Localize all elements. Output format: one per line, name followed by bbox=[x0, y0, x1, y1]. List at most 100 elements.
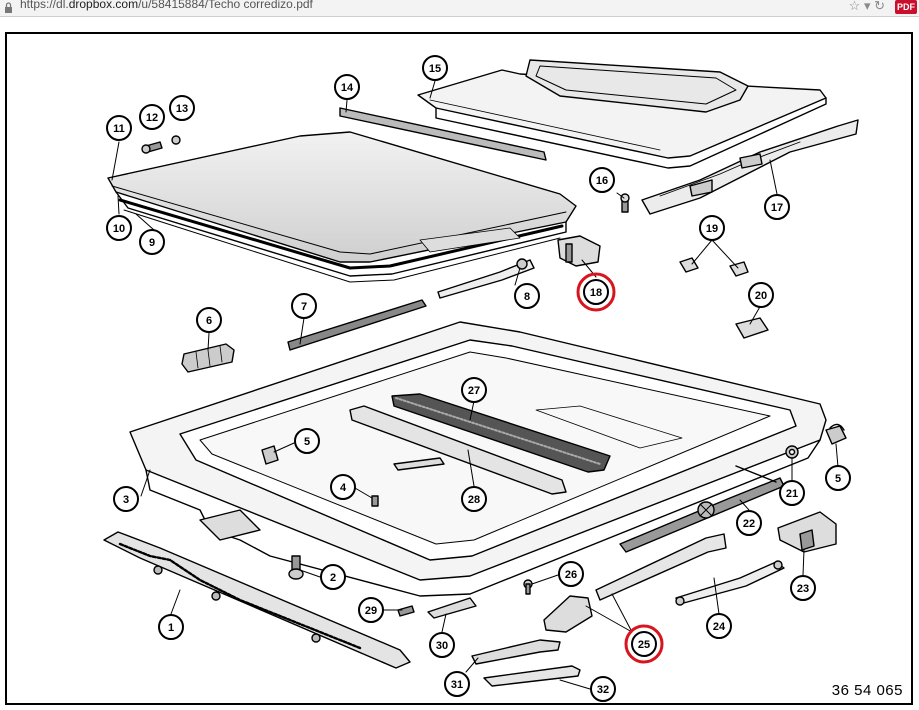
browser-nav-icons: ☆ ▾ ↻ bbox=[849, 0, 885, 14]
callout-30: 30 bbox=[429, 632, 455, 658]
callout-13-label: 13 bbox=[176, 103, 188, 115]
part-clip-5b bbox=[825, 423, 847, 445]
highlight-ring-18 bbox=[576, 272, 616, 312]
callout-26-label: 26 bbox=[565, 569, 577, 581]
part-bracket-18 bbox=[557, 235, 601, 267]
url-domain: dropbox.com bbox=[68, 0, 139, 11]
url-text[interactable]: https://dl.dropbox.com/u/58415884/Techo … bbox=[20, 0, 313, 11]
part-lever-8 bbox=[437, 258, 535, 299]
callout-9-label: 9 bbox=[149, 237, 155, 249]
pdf-icon[interactable]: PDF bbox=[895, 0, 917, 14]
callout-17: 17 bbox=[764, 194, 790, 220]
callout-23-label: 23 bbox=[797, 583, 809, 595]
callout-27: 27 bbox=[461, 377, 487, 403]
callout-23: 23 bbox=[790, 575, 816, 601]
part-screw-26 bbox=[523, 579, 533, 595]
callout-3-label: 3 bbox=[123, 494, 129, 506]
part-seal-strip bbox=[339, 107, 547, 161]
callout-4: 4 bbox=[330, 474, 356, 500]
part-screw-16 bbox=[620, 193, 630, 213]
document-number: 36 54 065 bbox=[831, 682, 903, 699]
part-screw-4 bbox=[371, 495, 379, 507]
callout-2-label: 2 bbox=[330, 572, 336, 584]
part-clip-5a bbox=[261, 445, 279, 465]
callout-5b: 5 bbox=[825, 465, 851, 491]
callout-25: 25 bbox=[624, 624, 664, 664]
callout-17-label: 17 bbox=[771, 202, 783, 214]
part-link-32 bbox=[483, 665, 581, 687]
part-glass-lid bbox=[107, 131, 577, 263]
callout-19-label: 19 bbox=[706, 223, 718, 235]
callout-20-label: 20 bbox=[755, 290, 767, 302]
part-clip-6 bbox=[181, 343, 235, 373]
callout-3: 3 bbox=[113, 486, 139, 512]
callout-28-label: 28 bbox=[468, 494, 480, 506]
callout-25-label: 25 bbox=[638, 639, 650, 651]
callout-24-label: 24 bbox=[713, 621, 726, 633]
callout-28: 28 bbox=[461, 486, 487, 512]
part-guide-rail bbox=[641, 119, 859, 215]
callout-1: 1 bbox=[158, 614, 184, 640]
callouts: 1 2 3 4 5 5 6 7 8 9 10 11 12 13 14 15 16… bbox=[106, 55, 851, 702]
callout-24: 24 bbox=[706, 613, 732, 639]
callout-31: 31 bbox=[444, 671, 470, 697]
callout-15-label: 15 bbox=[429, 63, 441, 75]
callout-7-label: 7 bbox=[301, 301, 307, 313]
callout-29-label: 29 bbox=[365, 605, 377, 617]
star-icon[interactable]: ☆ bbox=[848, 0, 861, 13]
callout-29: 29 bbox=[358, 597, 384, 623]
part-side-rail-1 bbox=[103, 531, 411, 669]
callout-30-label: 30 bbox=[436, 640, 448, 652]
callout-22-label: 22 bbox=[743, 518, 755, 530]
callout-11: 11 bbox=[106, 115, 132, 141]
callout-5b-label: 5 bbox=[835, 473, 841, 485]
callout-31-label: 31 bbox=[451, 679, 463, 691]
callout-10-label: 10 bbox=[113, 223, 125, 235]
callout-18-label: 18 bbox=[590, 287, 602, 299]
url-path: /u/58415884/Techo corredizo.pdf bbox=[138, 0, 313, 11]
callout-8-label: 8 bbox=[524, 291, 530, 303]
part-arm-25 bbox=[543, 533, 727, 633]
callout-12-label: 12 bbox=[146, 112, 158, 124]
callout-10: 10 bbox=[106, 215, 132, 241]
reload-icon[interactable]: ↻ bbox=[874, 0, 885, 13]
part-lid-seal-frames bbox=[115, 191, 567, 283]
callout-6-label: 6 bbox=[206, 315, 212, 327]
callout-8: 8 bbox=[514, 283, 540, 309]
callout-4-label: 4 bbox=[340, 482, 347, 494]
part-wind-deflector-strip bbox=[287, 299, 427, 351]
callout-19: 19 bbox=[699, 215, 725, 241]
part-screw-12 bbox=[141, 141, 163, 154]
part-bolt-2 bbox=[288, 555, 304, 580]
part-clips-19 bbox=[679, 257, 749, 277]
part-bracket-23 bbox=[777, 511, 837, 553]
parts-drawing bbox=[103, 59, 859, 690]
callout-12: 12 bbox=[139, 104, 165, 130]
callout-15: 15 bbox=[422, 55, 448, 81]
browser-address-bar[interactable]: https://dl.dropbox.com/u/58415884/Techo … bbox=[0, 0, 919, 17]
part-screw-29 bbox=[397, 605, 415, 617]
callout-26: 26 bbox=[558, 561, 584, 587]
part-wind-deflector-27 bbox=[391, 393, 611, 473]
dropdown-icon[interactable]: ▾ bbox=[863, 0, 871, 13]
callout-6: 6 bbox=[196, 307, 222, 333]
callout-9: 9 bbox=[139, 229, 165, 255]
callout-32-label: 32 bbox=[597, 684, 609, 696]
callout-27-label: 27 bbox=[468, 385, 480, 397]
callout-32: 32 bbox=[590, 676, 616, 702]
callout-21: 21 bbox=[779, 480, 805, 506]
part-cross-rail-28 bbox=[349, 405, 567, 495]
part-bracket-30 bbox=[427, 597, 477, 619]
callout-14: 14 bbox=[334, 74, 360, 100]
lock-icon bbox=[5, 2, 12, 13]
callout-22: 22 bbox=[736, 510, 762, 536]
callout-18: 18 bbox=[576, 272, 616, 312]
callout-5a-label: 5 bbox=[304, 436, 310, 448]
callout-21-label: 21 bbox=[786, 488, 798, 500]
part-link-31 bbox=[471, 639, 561, 665]
highlight-ring-25 bbox=[624, 624, 664, 664]
callout-14-label: 14 bbox=[341, 82, 354, 94]
callout-5a: 5 bbox=[294, 428, 320, 454]
url-prefix: https://dl. bbox=[20, 0, 69, 11]
